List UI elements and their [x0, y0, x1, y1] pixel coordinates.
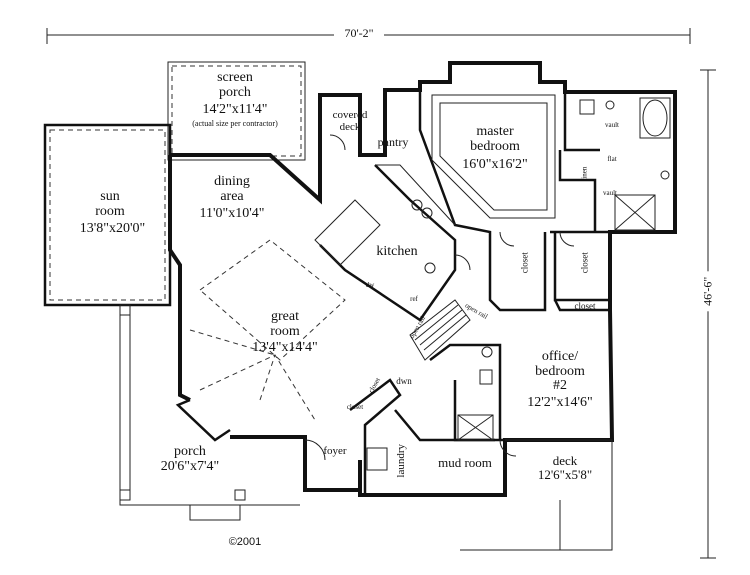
closet-label-a: closet [519, 252, 530, 274]
great-room-size: 13'4"x14'4" [252, 340, 318, 355]
great-room-name: great room [270, 309, 300, 339]
bath-fixtures [579, 97, 671, 231]
master-bedroom-size: 16'0"x16'2" [462, 157, 528, 172]
deck-size: 12'6"x5'8" [537, 467, 593, 482]
screen-porch-name: screen porch [217, 70, 253, 100]
mud-room-shower [457, 346, 494, 441]
laundry-sink [366, 447, 388, 471]
porch-size: 20'6"x7'4" [160, 459, 220, 474]
overall-depth-label: 46'-6" [701, 271, 715, 312]
vault-label-2: vault [603, 189, 617, 197]
linen-label: linen [580, 166, 589, 181]
closet-label-c: closet [574, 301, 596, 311]
flat-label: flat [607, 155, 617, 163]
closet-label-e: closet [346, 403, 364, 411]
depth-dimension-line [700, 69, 716, 559]
screen-porch-size: 14'2"x11'4" [202, 102, 268, 117]
sun-room-size: 13'8"x20'0" [79, 221, 146, 236]
master-bedroom-name: master bedroom [470, 124, 520, 154]
deck-outline [460, 439, 613, 551]
office-bedroom-size: 12'2"x14'6" [527, 395, 593, 410]
porch-name: porch [174, 444, 206, 459]
porch-railing [119, 304, 300, 521]
refrigerator-label: ref [410, 295, 418, 303]
dishwasher-label: dw [365, 281, 375, 289]
covered-deck-label: covered deck [332, 109, 368, 133]
staircase [409, 299, 471, 361]
mud-room-label: mud room [438, 455, 492, 470]
dining-area-name: dining area [214, 174, 250, 204]
laundry-label: laundry [395, 443, 408, 478]
door-swings [304, 134, 575, 461]
screen-porch-walls [167, 61, 306, 161]
closet-label-b: closet [579, 252, 590, 274]
sun-room-name: sun room [95, 189, 125, 219]
pantry-label: pantry [377, 135, 409, 149]
foyer-label: foyer [323, 445, 347, 457]
deck-name: deck [552, 453, 578, 468]
interior-walls [319, 90, 612, 495]
screen-porch-note: (actual size per contractor) [192, 119, 278, 128]
kitchen-island [314, 164, 456, 274]
down-stairs-label: dwn [396, 376, 412, 386]
office-bedroom-name: office/ bedroom #2 [535, 349, 585, 394]
master-tray-ceiling [431, 94, 556, 219]
copyright-label: ©2001 [228, 536, 262, 548]
vault-label-1: vault [605, 121, 619, 129]
overall-width-label: 70'-2" [334, 27, 384, 40]
dining-area-size: 11'0"x10'4" [199, 206, 265, 221]
sun-room-walls [43, 123, 172, 307]
kitchen-label: kitchen [376, 244, 418, 259]
great-room-ceiling-lines [189, 239, 346, 421]
